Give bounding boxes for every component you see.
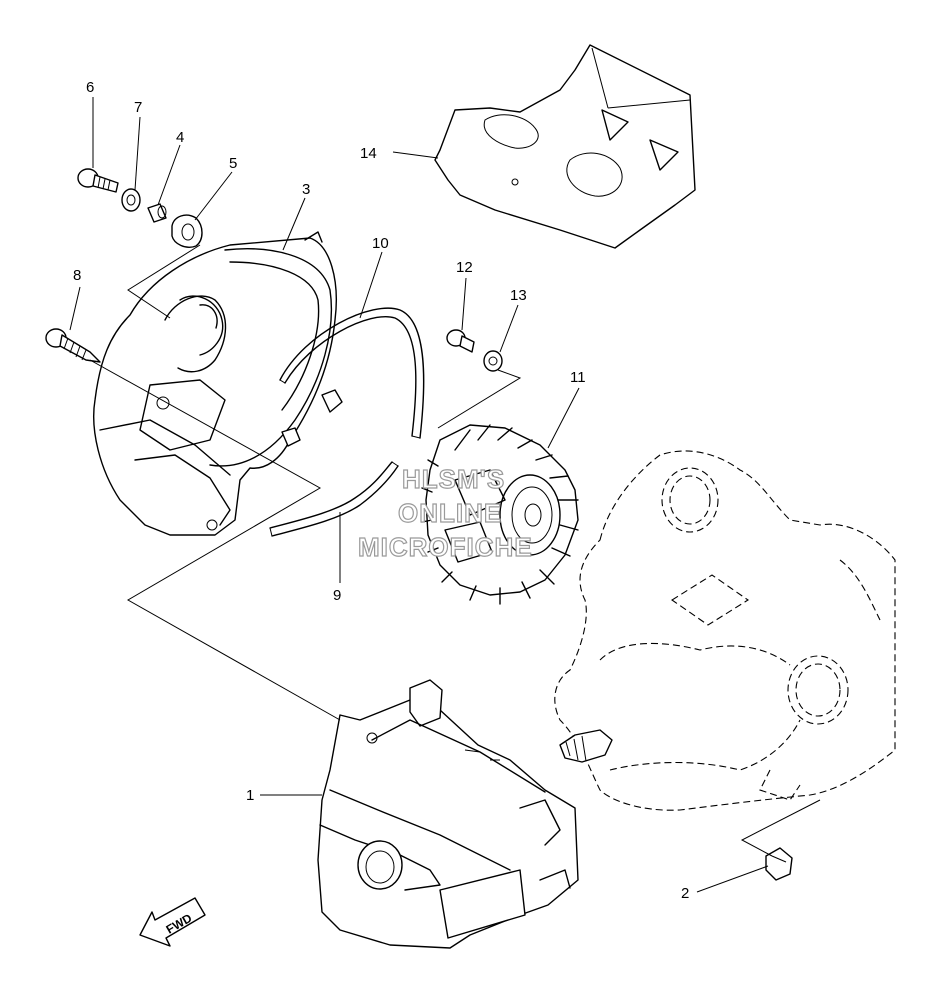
callout-1: 1 [246, 787, 254, 804]
grommet-5 [171, 214, 203, 248]
collar-4 [147, 203, 167, 223]
leader-lines [69, 97, 769, 893]
washer-7 [121, 188, 141, 212]
callout-numbers: 6 7 4 5 3 8 10 12 13 11 14 9 1 2 [73, 79, 689, 902]
watermark: HLSM'S ONLINE MICROFICHE [357, 463, 533, 562]
assembly-lines [89, 244, 821, 857]
heat-shield-plate [434, 44, 696, 249]
callout-11: 11 [570, 369, 586, 386]
watermark-line-1: HLSM'S [402, 464, 505, 494]
callout-14: 14 [360, 145, 377, 162]
callout-5: 5 [229, 155, 237, 172]
callout-4: 4 [176, 129, 184, 146]
washer-13 [483, 350, 503, 372]
clip-2 [765, 847, 793, 881]
callout-7: 7 [134, 99, 142, 116]
hose-short [269, 461, 399, 537]
callout-9: 9 [333, 587, 341, 604]
watermark-line-2: ONLINE [398, 498, 502, 528]
callout-12: 12 [456, 259, 473, 276]
callout-6: 6 [86, 79, 94, 96]
spark-plug [559, 729, 613, 763]
fan-shroud [93, 231, 343, 536]
hose-long [279, 307, 425, 439]
watermark-line-3: MICROFICHE [358, 532, 533, 562]
callout-2: 2 [681, 885, 689, 902]
bolt-6 [77, 168, 119, 193]
fwd-arrow-icon: FWD [139, 897, 206, 947]
screw-8 [45, 328, 101, 363]
callout-3: 3 [302, 181, 310, 198]
air-shroud-cover [317, 679, 579, 949]
bolt-12 [446, 329, 475, 353]
callout-10: 10 [372, 235, 389, 252]
flywheel-fan [421, 424, 579, 605]
callout-8: 8 [73, 267, 81, 284]
callout-13: 13 [510, 287, 527, 304]
crankcase-outline [554, 450, 896, 811]
